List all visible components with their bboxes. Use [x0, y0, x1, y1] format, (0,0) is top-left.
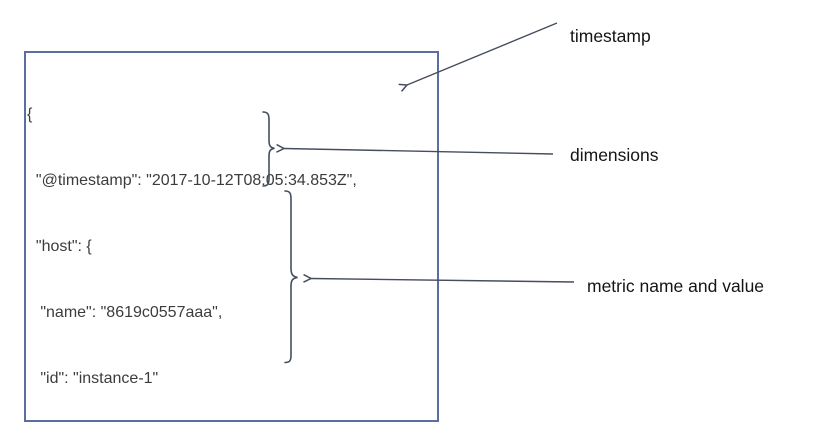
label-metric-name-and-value: metric name and value: [587, 276, 765, 296]
json-line-host-name: "name": "8619c0557aaa",: [27, 304, 223, 321]
json-line-host-open: "host": {: [27, 238, 92, 255]
json-line-timestamp: "@timestamp": "2017-10-12T08:05:34.853Z"…: [27, 172, 357, 189]
json-document: { "@timestamp": "2017-10-12T08:05:34.853…: [27, 60, 357, 437]
label-dimensions: dimensions: [570, 145, 659, 165]
json-line-host-id: "id": "instance-1": [27, 370, 159, 387]
json-line: {: [27, 106, 33, 123]
document-box: [24, 51, 439, 422]
label-timestamp: timestamp: [570, 26, 651, 46]
